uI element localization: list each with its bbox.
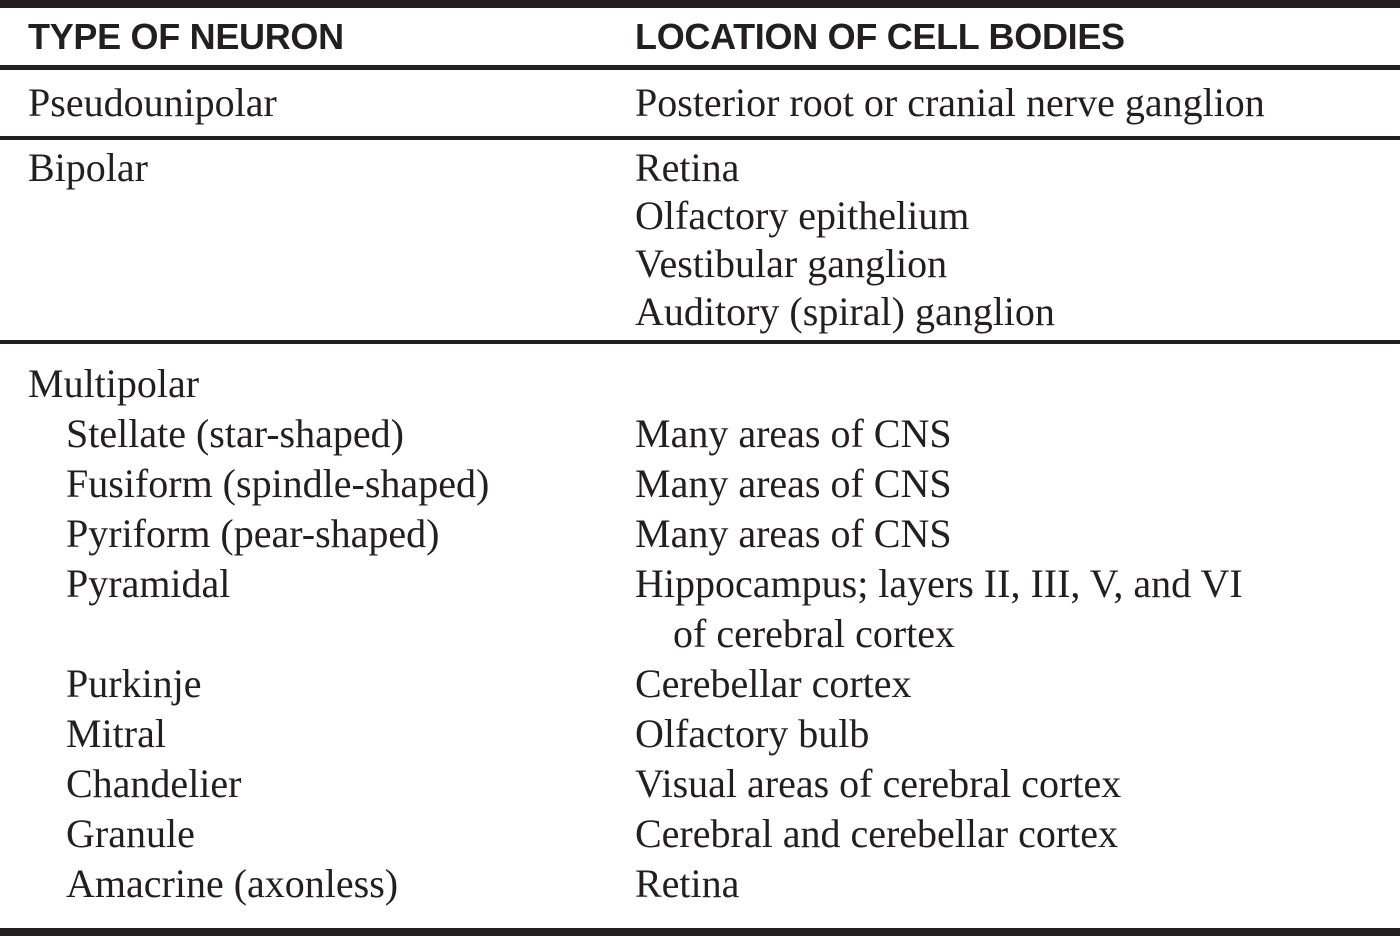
neuron-type-cell: Granule bbox=[66, 811, 195, 856]
header-type-of-neuron: TYPE OF NEURON bbox=[28, 15, 344, 57]
location-cell: Posterior root or cranial nerve ganglion bbox=[635, 79, 1400, 127]
table-row: Stellate (star-shaped) Many areas of CNS bbox=[28, 409, 1400, 459]
neuron-type-cell: Multipolar bbox=[28, 361, 200, 406]
table-header: TYPE OF NEURON LOCATION OF CELL BODIES bbox=[0, 8, 1400, 70]
location-cell: Cerebral and cerebellar cortex bbox=[635, 809, 1400, 859]
location-line: Many areas of CNS bbox=[635, 411, 952, 456]
location-cell: Cerebellar cortex bbox=[635, 659, 1400, 709]
header-location-of-cell-bodies: LOCATION OF CELL BODIES bbox=[635, 15, 1125, 57]
neuron-type-cell: Mitral bbox=[66, 711, 166, 756]
table-row: Purkinje Cerebellar cortex bbox=[28, 659, 1400, 709]
location-line: Hippocampus; layers II, III, V, and VI bbox=[635, 561, 1243, 606]
neuron-type-cell: Chandelier bbox=[66, 761, 242, 806]
location-cell: Many areas of CNS bbox=[635, 509, 1400, 559]
location-line: Retina bbox=[635, 145, 740, 190]
neuron-type-cell: Bipolar bbox=[28, 145, 148, 190]
location-cell: Many areas of CNS bbox=[635, 409, 1400, 459]
neuron-type-cell: Pyramidal bbox=[66, 561, 231, 606]
location-cell: Olfactory bulb bbox=[635, 709, 1400, 759]
location-line: Vestibular ganglion bbox=[635, 241, 948, 286]
table-row: Pseudounipolar Posterior root or cranial … bbox=[28, 79, 1400, 127]
neuron-type-cell: Fusiform (spindle-shaped) bbox=[66, 461, 490, 506]
location-cell: Visual areas of cerebral cortex bbox=[635, 759, 1400, 809]
neuron-type-cell: Pseudounipolar bbox=[28, 80, 277, 125]
location-line: Retina bbox=[635, 861, 740, 906]
neuron-type-cell: Pyriform (pear-shaped) bbox=[66, 511, 440, 556]
neuron-type-cell: Stellate (star-shaped) bbox=[66, 411, 404, 456]
location-cell: Retina bbox=[635, 859, 1400, 909]
table-row: Amacrine (axonless) Retina bbox=[28, 859, 1400, 909]
location-line: of cerebral cortex bbox=[673, 611, 956, 656]
table-row: Pyramidal Hippocampus; layers II, III, V,… bbox=[28, 559, 1400, 659]
location-cell: Hippocampus; layers II, III, V, and VI of… bbox=[635, 559, 1400, 659]
table-section: Pseudounipolar Posterior root or cranial … bbox=[0, 70, 1400, 136]
table-row: Fusiform (spindle-shaped) Many areas of C… bbox=[28, 459, 1400, 509]
location-line: Posterior root or cranial nerve ganglion bbox=[635, 80, 1265, 125]
location-line: Many areas of CNS bbox=[635, 461, 952, 506]
table-body: Pseudounipolar Posterior root or cranial … bbox=[0, 70, 1400, 928]
bottom-rule bbox=[0, 928, 1400, 936]
location-line: Cerebral and cerebellar cortex bbox=[635, 811, 1119, 856]
top-rule bbox=[0, 0, 1400, 8]
table-row: Multipolar bbox=[28, 359, 1400, 409]
neuron-type-cell: Amacrine (axonless) bbox=[66, 861, 399, 906]
table-row: Mitral Olfactory bulb bbox=[28, 709, 1400, 759]
location-line: Olfactory bulb bbox=[635, 711, 870, 756]
location-line: Visual areas of cerebral cortex bbox=[635, 761, 1122, 806]
location-line: Auditory (spiral) ganglion bbox=[635, 289, 1055, 334]
location-line: Olfactory epithelium bbox=[635, 193, 970, 238]
table-row: Pyriform (pear-shaped) Many areas of CNS bbox=[28, 509, 1400, 559]
location-line: Many areas of CNS bbox=[635, 511, 952, 556]
neuron-type-cell: Purkinje bbox=[66, 661, 202, 706]
location-cell: Many areas of CNS bbox=[635, 459, 1400, 509]
table-row: Chandelier Visual areas of cerebral corte… bbox=[28, 759, 1400, 809]
location-line: Cerebellar cortex bbox=[635, 661, 912, 706]
table-row: Granule Cerebral and cerebellar cortex bbox=[28, 809, 1400, 859]
